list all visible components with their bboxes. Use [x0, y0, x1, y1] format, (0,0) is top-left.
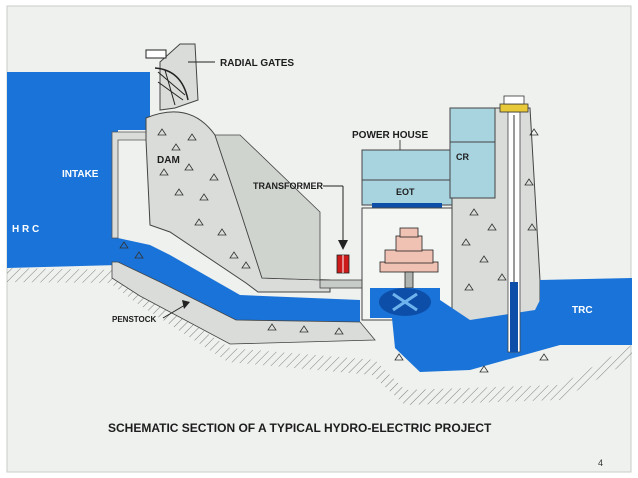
- penstock-label: PENSTOCK: [112, 315, 157, 324]
- hrc-label: H R C: [12, 224, 39, 235]
- radial-gates-label: RADIAL GATES: [220, 58, 294, 69]
- transformer-platform: [319, 279, 363, 289]
- eot-crane-beam: [372, 203, 442, 208]
- shaft-top: [503, 95, 525, 105]
- aggregate-marks: [119, 128, 549, 373]
- control-room-top: [449, 107, 496, 143]
- page-number: 4: [598, 458, 604, 468]
- transformer-arrowhead: [338, 240, 348, 250]
- diagram-caption: SCHEMATIC SECTION OF A TYPICAL HYDRO-ELE…: [108, 421, 492, 435]
- dam-crest: [159, 43, 199, 111]
- transformer-label: TRANSFORMER: [253, 181, 323, 191]
- transformer-unit: [336, 254, 350, 274]
- turbine: [379, 288, 431, 316]
- penstock-pointer: [162, 304, 186, 319]
- penstock-casing: [111, 261, 376, 345]
- control-room: [449, 139, 496, 199]
- tailrace-water: [540, 278, 632, 345]
- eot-label: EOT: [396, 187, 415, 197]
- trc-label: TRC: [572, 305, 593, 316]
- shaft-cap: [499, 103, 529, 113]
- dam-label: DAM: [157, 155, 180, 166]
- power-house-label: POWER HOUSE: [352, 130, 428, 141]
- ground-hatching: [7, 268, 632, 405]
- powerhouse-roof: [361, 149, 453, 181]
- penstock-arrowhead: [182, 300, 190, 309]
- penstock-pipe: [118, 238, 360, 322]
- intake-label: INTAKE: [62, 169, 99, 180]
- radial-gate: [145, 49, 189, 106]
- generator-unit: [379, 227, 439, 289]
- cr-label: CR: [456, 152, 469, 162]
- shaft-water: [510, 282, 518, 352]
- powerhouse-eot-bay: [361, 179, 453, 206]
